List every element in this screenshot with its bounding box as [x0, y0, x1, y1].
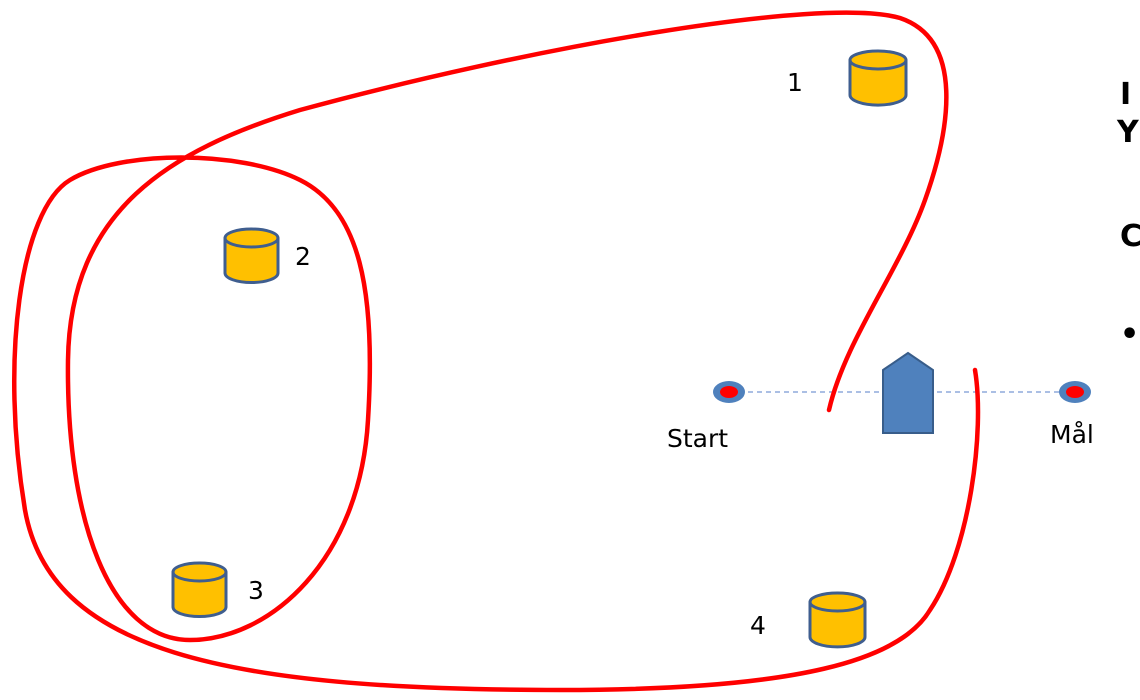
finish-label: Mål: [1050, 420, 1094, 449]
mark-label-3: 3: [248, 576, 264, 605]
buoy-icon: [171, 561, 228, 619]
buoy-icon: [808, 591, 867, 649]
start-label: Start: [667, 424, 729, 453]
clipped-text-4: •: [1120, 317, 1140, 352]
clipped-text-1: I: [1120, 77, 1132, 112]
mark-label-1: 1: [787, 68, 803, 97]
start-marker-icon: [713, 381, 745, 403]
clipped-text-2: Y: [1117, 115, 1139, 150]
mark-label-2: 2: [295, 242, 311, 271]
clipped-text-3: C: [1120, 219, 1140, 254]
finish-marker-icon: [1059, 381, 1091, 403]
boat-icon: [882, 351, 934, 434]
buoy-icon: [848, 49, 908, 107]
buoy-icon: [223, 227, 280, 285]
course-path-outer: [11, 10, 981, 693]
mark-label-4: 4: [750, 611, 766, 640]
